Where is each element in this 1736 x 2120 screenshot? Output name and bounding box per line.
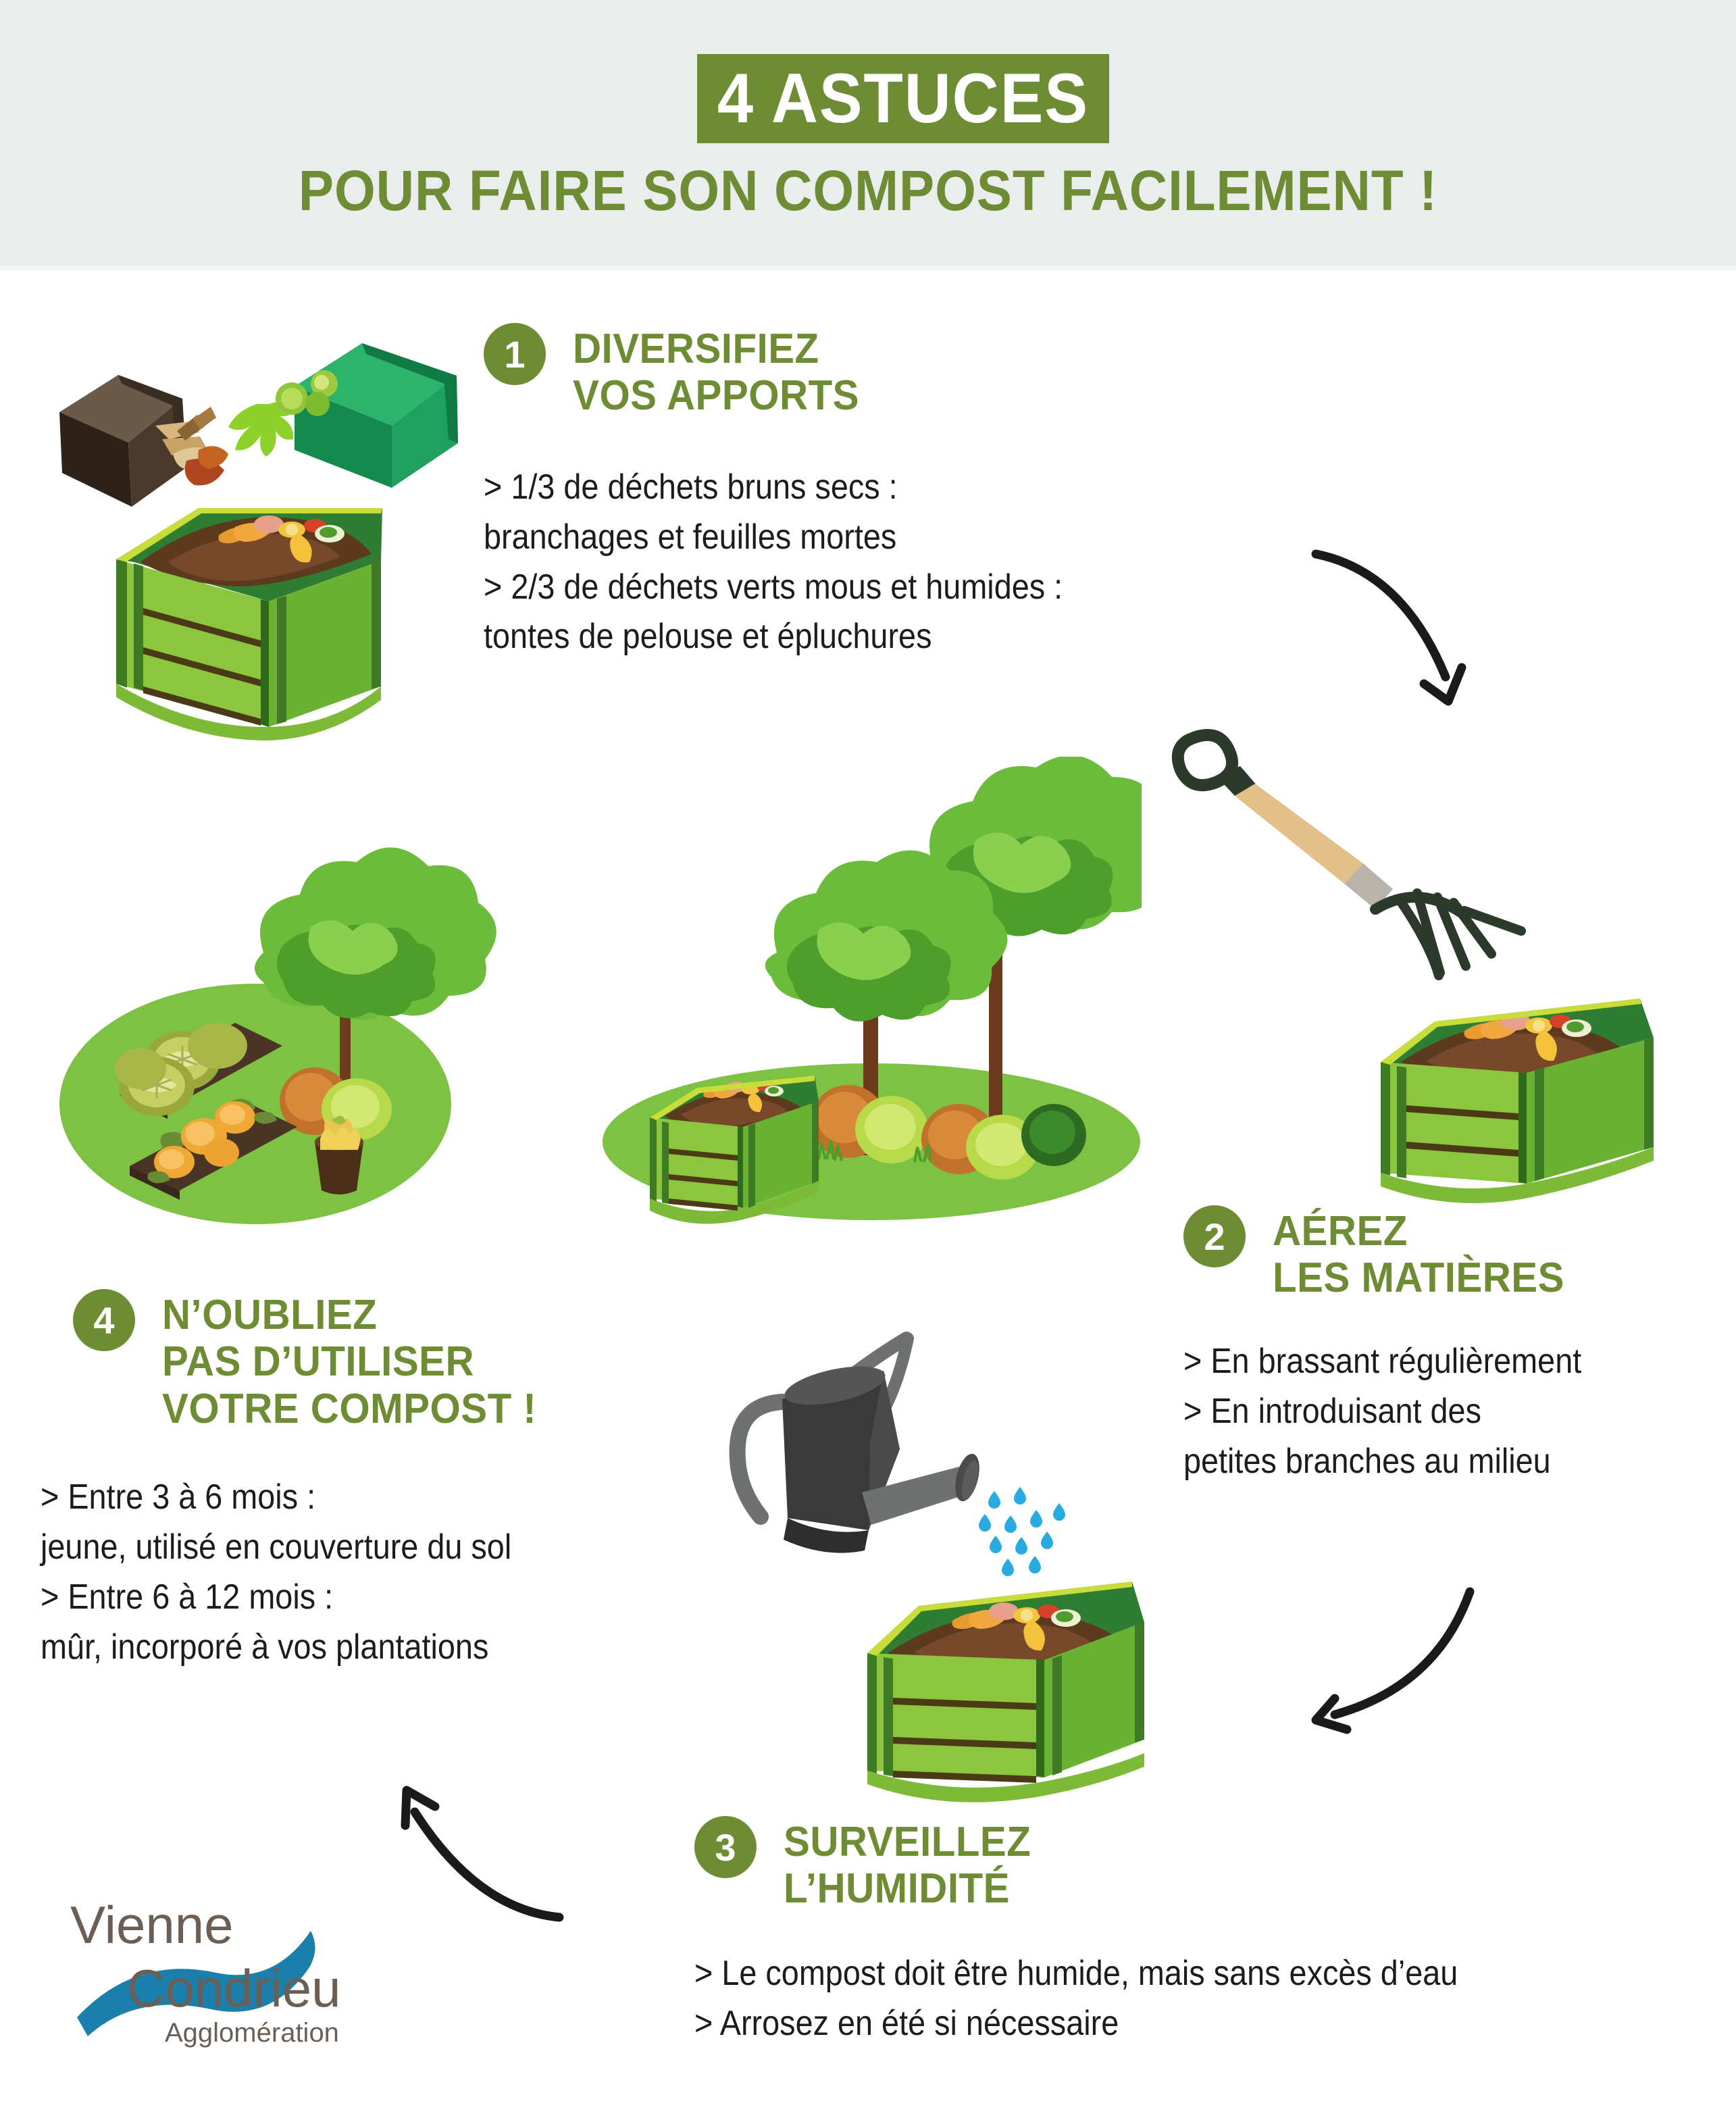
logo-line-1: Vienne bbox=[70, 1895, 233, 1954]
header-divider bbox=[0, 266, 1736, 270]
step-2-header: 2 AÉREZ LES MATIÈRES bbox=[1183, 1205, 1724, 1302]
step-4-number-badge: 4 bbox=[73, 1289, 135, 1351]
compost-bin-icon bbox=[1381, 999, 1654, 1203]
pumpkin-bed-icon bbox=[130, 1099, 297, 1200]
brown-waste-box-icon bbox=[59, 375, 228, 507]
step-4-body: > Entre 3 à 6 mois : jeune, utilisé en c… bbox=[41, 1478, 512, 1667]
step-3-header: 3 SURVEILLEZ L’HUMIDITÉ bbox=[694, 1816, 1681, 1913]
title-badge: 4 ASTUCES bbox=[697, 54, 1109, 143]
green-waste-box-icon bbox=[228, 343, 458, 488]
step-2-number-badge: 2 bbox=[1183, 1205, 1246, 1267]
step-2-title: AÉREZ LES MATIÈRES bbox=[1273, 1208, 1564, 1302]
watering-illustration bbox=[703, 1321, 1189, 1807]
pitchfork-and-bin-svg bbox=[1171, 729, 1654, 1203]
step-4: 4 N’OUBLIEZ PAS D’UTILISER VOTRE COMPOST… bbox=[41, 1289, 748, 1673]
step-2-body: > En brassant régulièrement > En introdu… bbox=[1183, 1341, 1582, 1481]
vegetable-garden-illustration bbox=[41, 831, 513, 1250]
cabbage-bed-icon bbox=[115, 1023, 282, 1119]
compost-bin-svg bbox=[59, 343, 458, 740]
garden-trees-svg bbox=[603, 755, 1172, 1224]
step-1-number-badge: 1 bbox=[484, 323, 546, 385]
compost-bin-icon bbox=[116, 508, 382, 740]
logo-line-3: Agglomération bbox=[165, 2018, 339, 2048]
water-droplets-icon bbox=[979, 1487, 1065, 1576]
garden-svg bbox=[59, 847, 496, 1224]
step-4-header: 4 N’OUBLIEZ PAS D’UTILISER VOTRE COMPOST… bbox=[73, 1289, 748, 1432]
arrow-up-left-icon bbox=[401, 1786, 564, 1922]
step-1-header: 1 DIVERSIFIEZ VOS APPORTS bbox=[484, 323, 1281, 420]
step-1: 1 DIVERSIFIEZ VOS APPORTS > 1/3 de déche… bbox=[484, 323, 1281, 662]
vienne-condrieu-logo-svg: Vienne Condrieu Agglomération bbox=[70, 1895, 341, 2048]
step-3-title: SURVEILLEZ L’HUMIDITÉ bbox=[784, 1819, 1031, 1913]
watering-can-icon bbox=[729, 1332, 979, 1553]
page-title: 4 ASTUCES bbox=[717, 59, 1089, 138]
step-1-title: DIVERSIFIEZ VOS APPORTS bbox=[573, 326, 860, 420]
arrow-down-left-icon bbox=[1311, 1587, 1475, 1734]
step-3-number-badge: 3 bbox=[694, 1816, 757, 1878]
compost-bin-icon bbox=[650, 1076, 819, 1224]
corn-basket-icon bbox=[315, 1115, 363, 1194]
step-4-title: N’OUBLIEZ PAS D’UTILISER VOTRE COMPOST ! bbox=[162, 1292, 537, 1432]
arrow-down-right-icon bbox=[1311, 549, 1466, 706]
step-3: 3 SURVEILLEZ L’HUMIDITÉ > Le compost doi… bbox=[694, 1816, 1681, 2049]
step-1-body: > 1/3 de déchets bruns secs : branchages… bbox=[484, 467, 1063, 657]
compost-bin-icon bbox=[867, 1582, 1144, 1802]
pitchfork-icon bbox=[1171, 729, 1526, 980]
flow-arrow-3 bbox=[376, 1767, 605, 1977]
tree-icon bbox=[765, 755, 1172, 1155]
garden-with-bin-illustration bbox=[581, 755, 1172, 1230]
step-3-body: > Le compost doit être humide, mais sans… bbox=[694, 1953, 1458, 2043]
watering-can-and-bin-svg bbox=[729, 1332, 1144, 1802]
aeration-illustration bbox=[1148, 716, 1702, 1216]
flow-arrow-1 bbox=[1281, 531, 1517, 713]
step-2: 2 AÉREZ LES MATIÈRES > En brassant régul… bbox=[1183, 1205, 1724, 1486]
compost-bin-illustration-1 bbox=[54, 311, 473, 743]
page-subtitle: POUR FAIRE SON COMPOST FACILEMENT ! bbox=[298, 159, 1438, 222]
flow-arrow-2 bbox=[1267, 1551, 1504, 1761]
organization-logo: Vienne Condrieu Agglomération bbox=[65, 1885, 382, 2088]
logo-line-2: Condrieu bbox=[127, 1959, 341, 2018]
